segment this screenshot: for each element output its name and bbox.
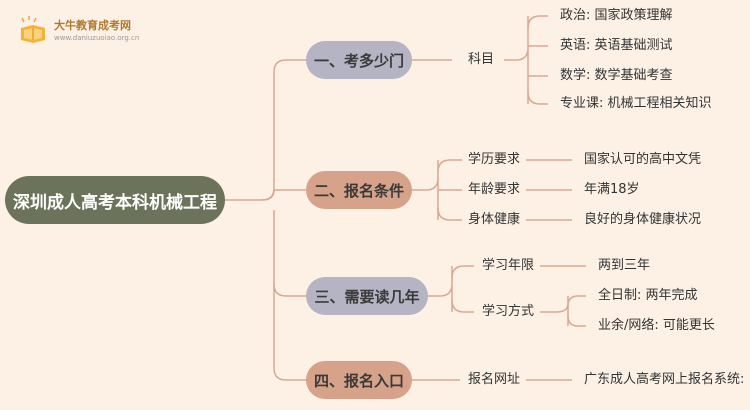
leaf-age: 年满18岁 <box>584 182 640 197</box>
leaf-parttime: 业余/网络: 可能更长 <box>598 318 715 333</box>
connector-branch-1 <box>261 59 306 201</box>
connector-branch-2 <box>261 189 306 201</box>
sub-node-website: 报名网址 <box>468 372 521 387</box>
leaf-health: 良好的身体健康状况 <box>584 212 702 227</box>
sub-node-duration: 学习年限 <box>482 258 535 273</box>
sub-node-education: 学历要求 <box>468 152 521 167</box>
sub-node-subjects: 科目 <box>468 52 495 67</box>
leaf-politics: 政治: 国家政策理解 <box>560 8 673 23</box>
leaf-major: 专业课: 机械工程相关知识 <box>560 96 712 111</box>
leaf-duration: 两到三年 <box>598 258 651 273</box>
leaf-english: 英语: 英语基础测试 <box>560 38 673 53</box>
branch-node-3: 三、需要读几年 <box>306 277 428 315</box>
connector-branch-3 <box>273 210 306 297</box>
branch-node-1: 一、考多少门 <box>306 41 412 79</box>
site-logo: 大牛教育成考网 www.daniuzuoiao.org.cn <box>18 16 139 46</box>
sub-node-age: 年龄要求 <box>468 182 521 197</box>
leaf-education: 国家认可的高中文凭 <box>584 152 702 167</box>
connector-branch-4 <box>273 284 306 381</box>
branch-node-4: 四、报名入口 <box>306 361 412 399</box>
leaf-math: 数学: 数学基础考查 <box>560 68 673 83</box>
book-logo-icon <box>21 16 45 43</box>
leaf-fulltime: 全日制: 两年完成 <box>598 288 698 303</box>
root-node: 深圳成人高考本科机械工程 <box>5 176 225 224</box>
leaf-website: 广东成人高考网上报名系统: <box>584 372 745 387</box>
logo-title: 大牛教育成考网 <box>54 19 131 32</box>
sub-node-mode: 学习方式 <box>482 304 535 319</box>
branch-node-2: 二、报名条件 <box>306 171 412 209</box>
logo-url: www.daniuzuoiao.org.cn <box>54 34 140 42</box>
sub-node-health: 身体健康 <box>468 212 521 227</box>
